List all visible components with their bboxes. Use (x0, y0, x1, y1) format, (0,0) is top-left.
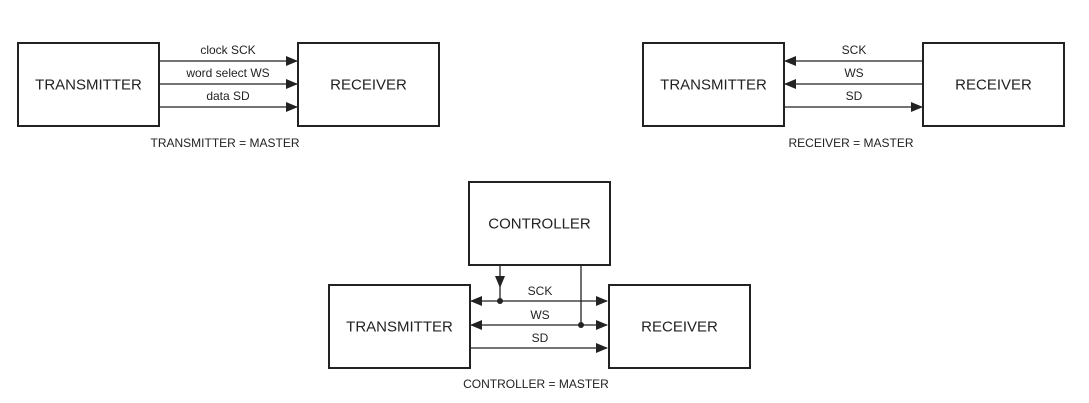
caption: TRANSMITTER = MASTER (150, 136, 299, 150)
caption: CONTROLLER = MASTER (463, 377, 609, 391)
receiver-label: RECEIVER (641, 319, 718, 336)
transmitter-label: TRANSMITTER (346, 319, 453, 336)
receiver-block (608, 284, 751, 369)
transmitter-label: TRANSMITTER (660, 77, 767, 94)
ws-label: WS (530, 308, 549, 322)
sd-label: SD (846, 89, 863, 103)
controller-block (468, 181, 611, 266)
diagram-transmitter-master: TRANSMITTER RECEIVER clock SCK word sele… (17, 42, 440, 150)
receiver-label: RECEIVER (330, 77, 407, 94)
sd-label: data SD (206, 89, 250, 103)
sd-label: SD (532, 331, 549, 345)
sck-label: SCK (528, 284, 553, 298)
receiver-block (297, 42, 440, 127)
receiver-label: RECEIVER (955, 77, 1032, 94)
diagram-receiver-master: TRANSMITTER RECEIVER SCK WS SD RECEIVER … (642, 42, 1065, 150)
sck-label: SCK (842, 43, 867, 57)
controller-label: CONTROLLER (488, 216, 591, 233)
ws-label: word select WS (185, 66, 269, 80)
transmitter-label: TRANSMITTER (35, 77, 142, 94)
sck-label: clock SCK (200, 43, 255, 57)
diagram-controller-master: CONTROLLER TRANSMITTER RECEIVER SCK WS S… (328, 181, 751, 391)
ws-label: WS (844, 66, 863, 80)
caption: RECEIVER = MASTER (788, 136, 913, 150)
